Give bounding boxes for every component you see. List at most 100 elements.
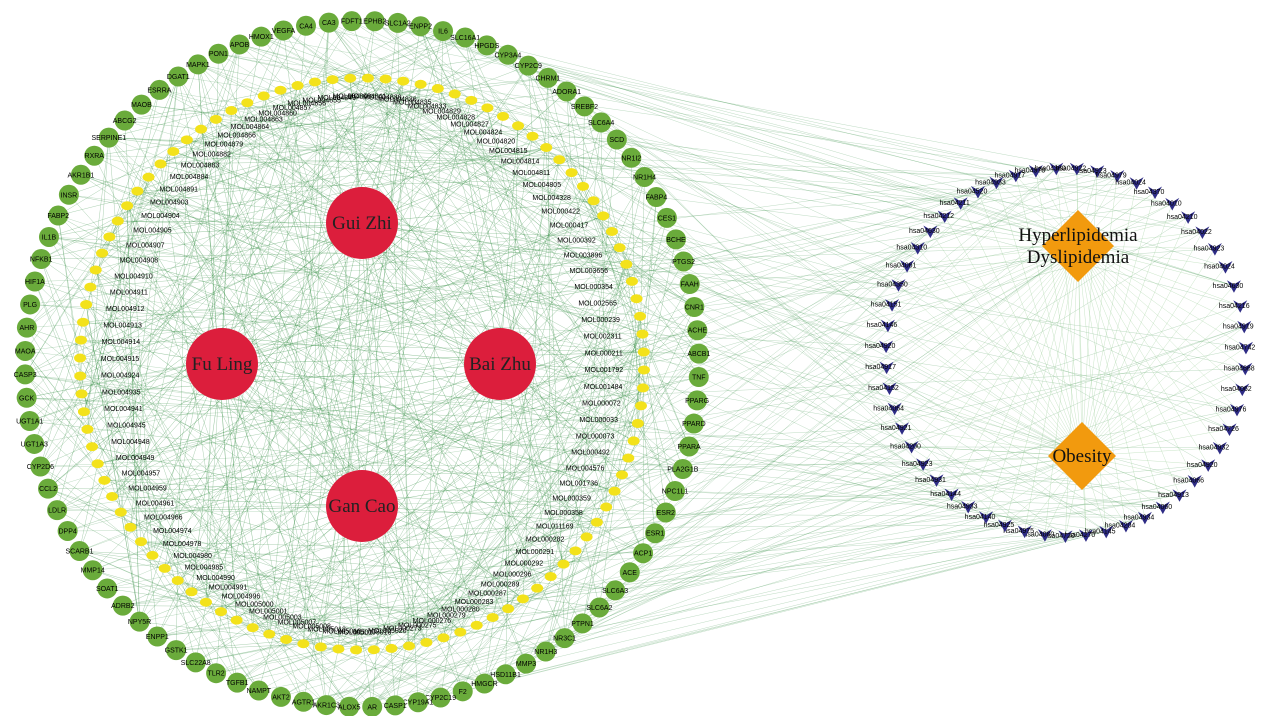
target-node-label: CYP19A1 [403, 700, 434, 707]
compound-node-label: MOL004814 [501, 159, 540, 166]
compound-node-label: MOL004835 [393, 99, 432, 106]
target-node [38, 478, 59, 499]
compound-node [134, 537, 147, 547]
target-node-label: SLC22A8 [181, 660, 211, 667]
target-node [58, 184, 79, 205]
pathway-node-label: hsa04350 [877, 282, 908, 289]
target-node-label: SREBF2 [571, 104, 598, 111]
target-node [516, 653, 537, 674]
pathway-node-label: hsa04024 [1204, 264, 1235, 271]
pathway-node [961, 500, 976, 514]
pathway-node [891, 279, 906, 292]
pathway-node [1207, 243, 1222, 256]
compound-node [486, 612, 499, 622]
compound-node [74, 353, 87, 363]
pathway-node-label: hsa04151 [871, 302, 902, 309]
pathway-node-label: hsa04742 [1225, 344, 1256, 351]
compound-node [636, 329, 649, 339]
target-node-label: GCK [19, 395, 35, 402]
target-node-label: NAMPT [247, 688, 272, 695]
pathway-node [1028, 164, 1043, 178]
compound-node [622, 453, 635, 463]
target-node [24, 271, 45, 292]
compound-node-label: MOL005001 [249, 609, 288, 616]
target-node [455, 27, 476, 48]
pathway-node [885, 299, 900, 312]
compound-node-label: MOL000073 [576, 434, 615, 441]
compound-node [526, 131, 539, 141]
compound-node [367, 645, 380, 655]
compound-node [502, 604, 515, 614]
compound-node-label: MOL004815 [489, 148, 528, 155]
compound-node [81, 424, 94, 434]
compound-node [414, 79, 427, 89]
compound-node [615, 470, 628, 480]
compound-node [98, 475, 111, 485]
pathway-node [989, 176, 1004, 190]
compound-node-label: MOL000072 [582, 401, 621, 408]
compound-node [605, 226, 618, 236]
pathway-node [1238, 341, 1253, 355]
target-node [270, 686, 291, 707]
target-node [24, 433, 45, 454]
compound-node-label: MOL004990 [196, 575, 235, 582]
compound-node [185, 587, 198, 597]
target-node [19, 410, 40, 431]
pathway-node-label: hsa04975 [1003, 528, 1034, 535]
pathway-node-label: hsa04919 [1223, 323, 1254, 330]
compound-node [114, 507, 127, 517]
target-node [646, 187, 667, 208]
compound-node [121, 201, 134, 211]
compound-node-label: MOL004961 [136, 500, 175, 507]
compound-node [565, 168, 578, 178]
target-node [47, 500, 68, 521]
target-node-label: APOB [230, 42, 250, 49]
compound-node-label: MOL004856 [287, 101, 326, 108]
compound-node [470, 620, 483, 630]
target-node [687, 390, 708, 411]
target-node-label: IL1B [42, 234, 57, 241]
compound-node-label: MOL000358 [544, 510, 583, 517]
target-node-label: SLC6A4 [588, 120, 614, 127]
target-node [433, 21, 454, 42]
compound-node-label: MOL000296 [493, 572, 532, 579]
target-node-label: AR [367, 704, 377, 711]
compound-node [465, 95, 478, 105]
compound-node-label: MOL004864 [231, 124, 270, 131]
pathway-node [1212, 441, 1227, 455]
target-node [633, 543, 654, 564]
compound-node-label: MOL004914 [102, 339, 141, 346]
target-node [168, 66, 189, 87]
pathway-node-label: hsa04726 [1208, 426, 1239, 433]
target-node-label: DPP4 [58, 528, 76, 535]
pathway-node [1110, 170, 1125, 183]
pathway-node-label: hsa04152 [868, 385, 899, 392]
compound-node-label: MOL000292 [505, 561, 544, 568]
compound-node [274, 85, 287, 95]
target-node-label: CASP1 [384, 703, 407, 710]
pathway-node [1008, 169, 1023, 183]
compound-node [420, 637, 433, 647]
compound-node [86, 442, 99, 452]
pathway-node-label: hsa04630 [1213, 283, 1244, 290]
compound-node-label: MOL004879 [205, 141, 244, 148]
compound-node [637, 365, 650, 375]
compound-node [481, 103, 494, 113]
pathway-node [1017, 525, 1032, 539]
target-node [16, 387, 37, 408]
herb-node-label: Fu Ling [192, 354, 253, 375]
target-node [634, 166, 655, 187]
pathway-node-label: hsa04925 [984, 522, 1015, 529]
pathway-node [880, 319, 895, 333]
pathway-node-label: hsa04917 [994, 172, 1025, 179]
compound-node [167, 146, 180, 156]
compound-node [142, 172, 155, 182]
pathway-node [1148, 186, 1163, 200]
compound-node-label: MOL004959 [128, 486, 167, 493]
compound-node-label: MOL004945 [107, 423, 146, 430]
target-node-label: NR3C1 [553, 636, 576, 643]
target-node-label: DGAT1 [167, 74, 190, 81]
compound-node [344, 73, 357, 83]
compound-node [241, 98, 254, 108]
target-node [30, 456, 51, 477]
